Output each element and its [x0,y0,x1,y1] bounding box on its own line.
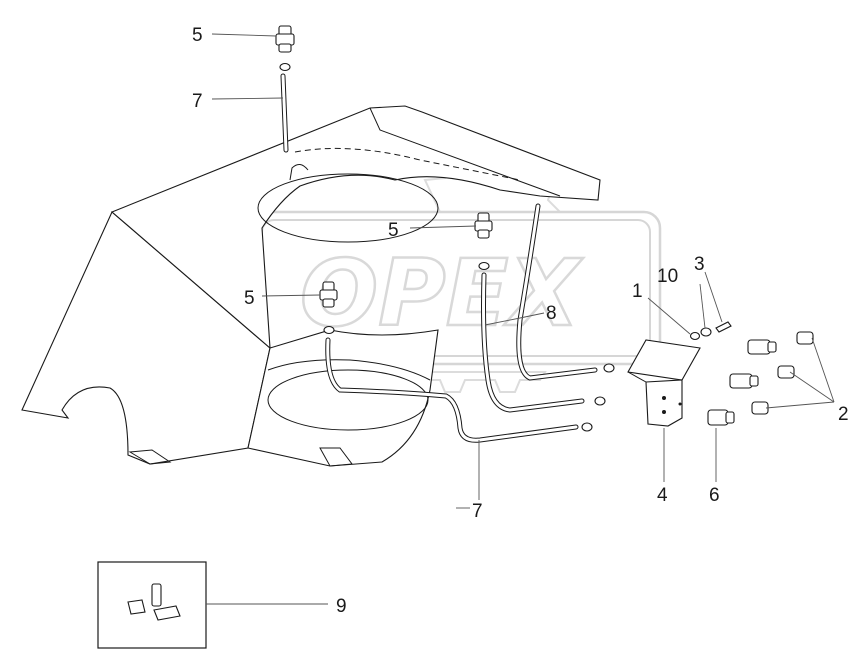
plug-2 [777,365,795,379]
cover-top-edge [369,107,561,197]
callout-10: 10 [657,266,678,287]
kit-box [97,561,207,649]
callout-2: 2 [838,404,849,425]
callout-4: 4 [657,485,668,506]
washer [689,331,701,341]
cover-bottom-foot-right [319,447,353,467]
screw [715,321,732,333]
plug-1 [796,331,814,345]
callout-6: 6 [709,485,720,506]
adapter-3 [707,409,735,426]
tube-8-upper [516,203,598,381]
adapter-2 [729,373,759,389]
tube-top [280,73,289,153]
callouts: 5 7 5 5 8 1 10 3 2 4 6 7 9 [192,25,849,617]
callout-5-middle: 5 [388,220,399,241]
fitting-top [275,25,295,72]
callout-3: 3 [694,254,705,275]
cover-left-panel [21,211,271,465]
tube-8-middle [481,272,585,413]
cover-upper-opening [257,173,439,243]
cover-lower-opening [267,369,429,431]
leader-lines [206,33,835,605]
fitting-left [319,281,338,335]
adapter-1 [747,339,777,355]
plug-3 [751,401,769,415]
callout-9: 9 [336,596,347,617]
cover-front-panel [247,329,439,467]
callout-7-top: 7 [192,91,203,112]
cover-housing [21,105,601,467]
cover-lower-recess [267,359,431,381]
cover-top-opening [294,147,521,181]
callout-8: 8 [546,303,557,324]
watermark-text: OPEX [300,240,583,347]
cover-bottom-foot-left [128,449,172,465]
callout-1: 1 [632,281,643,302]
watermark: OPEX [250,168,662,393]
callout-7-bottom: 7 [472,501,483,522]
bracket [627,339,701,427]
cover-upper-notch [289,164,309,181]
tube-7-lower [325,337,579,443]
cover-top-panel [110,105,601,350]
callout-5-left: 5 [244,288,255,309]
callout-5-top: 5 [192,25,203,46]
nut [700,327,712,337]
tube-end-nuts [581,363,615,432]
